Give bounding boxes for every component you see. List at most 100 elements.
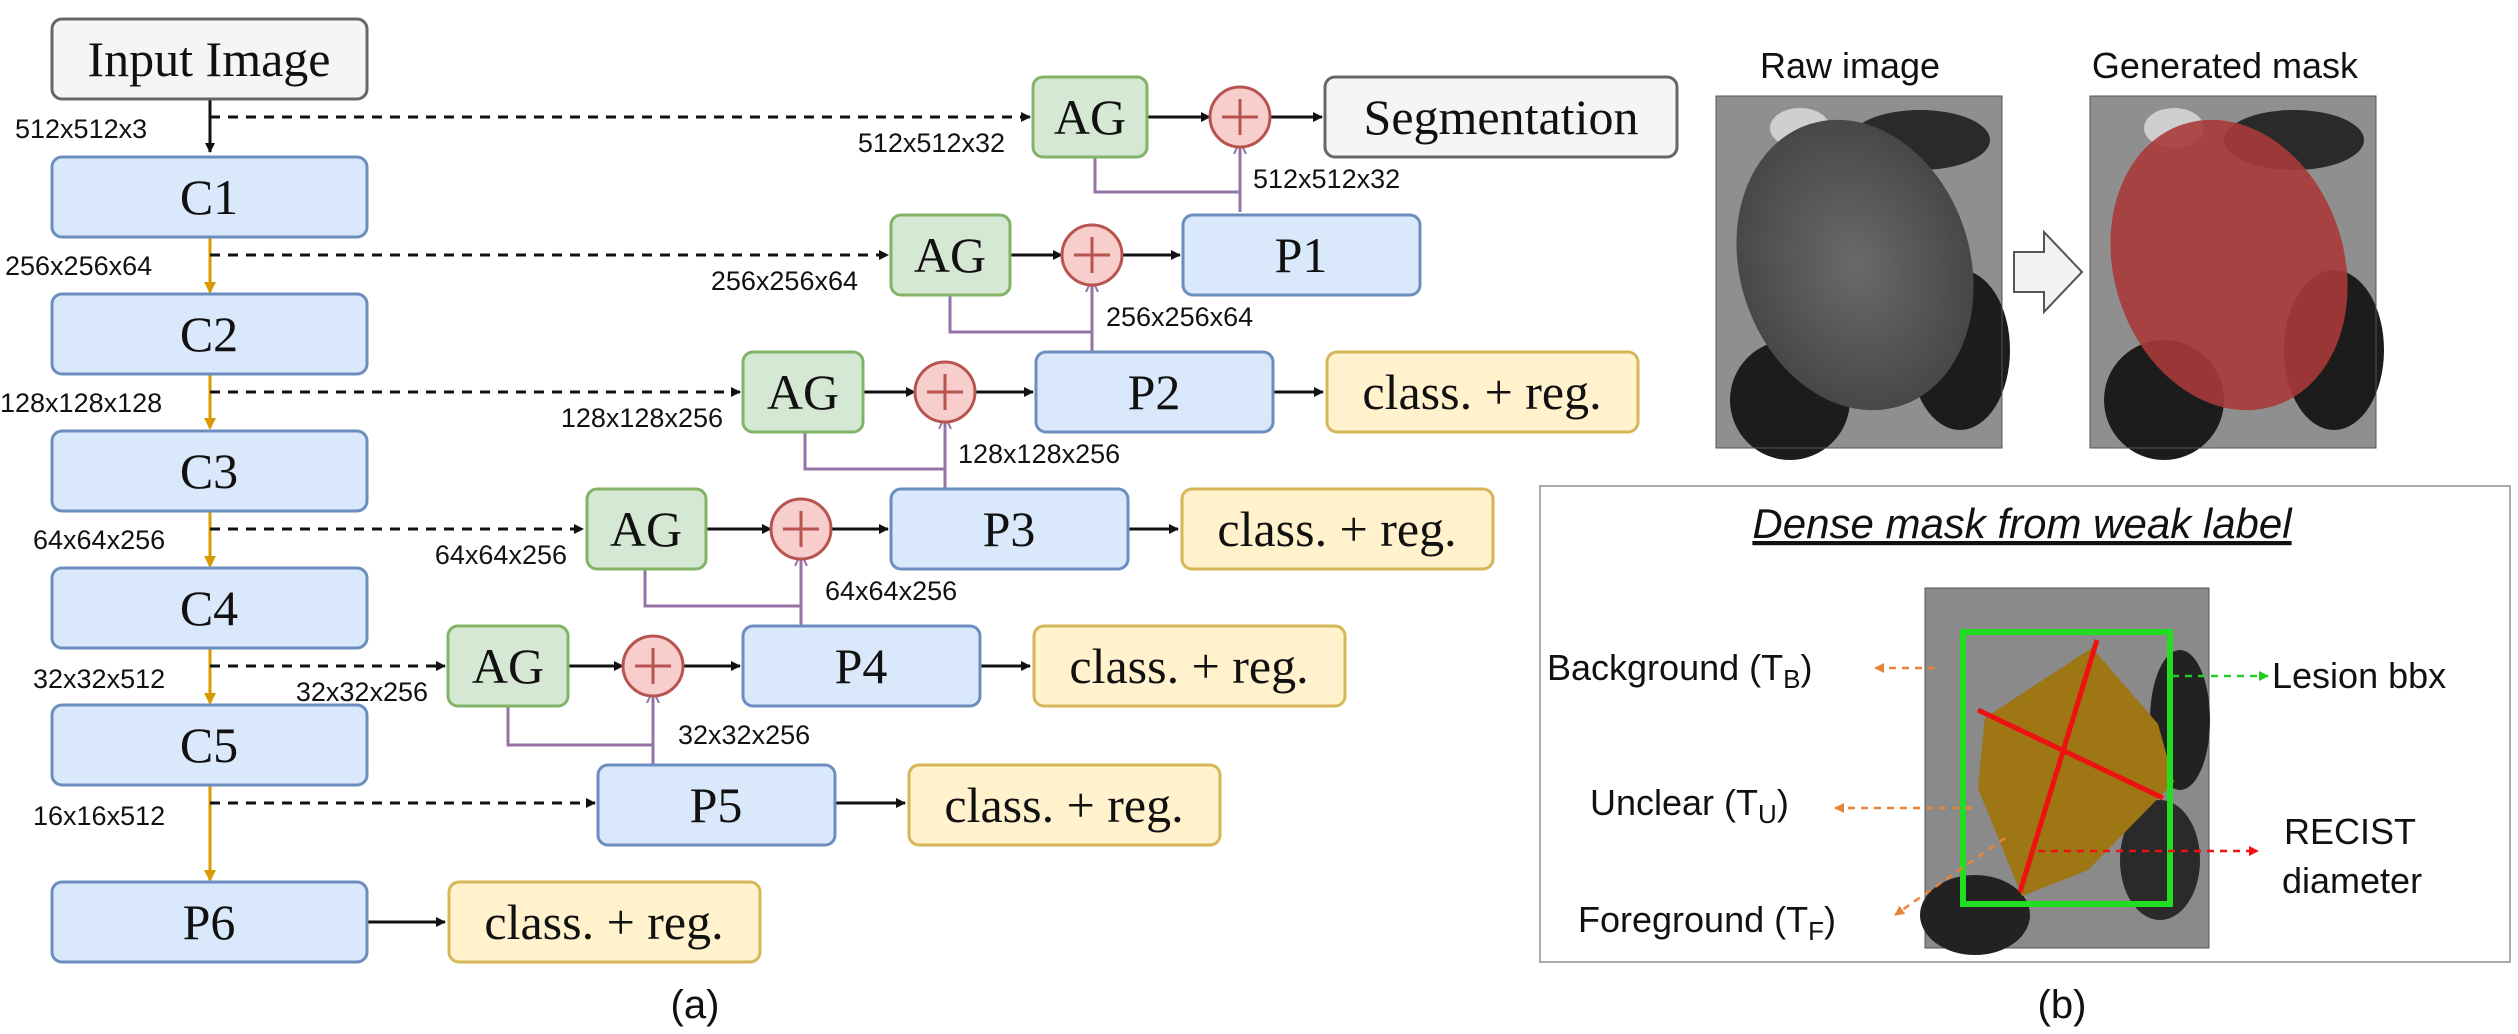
dim-up-5: 32x32x256 (678, 720, 810, 750)
pyramid-p2: P2 (1034, 350, 1275, 434)
input-image-box: Input Image (50, 17, 369, 101)
encoder-c5: C5 (50, 703, 369, 787)
plus-icon (927, 374, 963, 410)
dim-ag-2: 256x256x64 (711, 266, 858, 296)
label-recist-1: RECIST (2284, 811, 2416, 852)
caption-b: (b) (2038, 983, 2087, 1027)
pyramid-p5: P5 (596, 763, 837, 847)
head-p5-label: class. + reg. (944, 777, 1183, 833)
dim-encoder-6: 16x16x512 (33, 801, 165, 831)
dim-encoder-1: 512x512x3 (15, 114, 147, 144)
dim-encoder-5: 32x32x512 (33, 664, 165, 694)
dim-ag-3: 128x128x256 (561, 403, 723, 433)
dim-up-2: 256x256x64 (1106, 302, 1253, 332)
pyramid-p1: P1 (1181, 213, 1422, 297)
attention-gate-3: AG (741, 350, 865, 434)
pyramid-p4: P4 (741, 624, 982, 708)
generated-mask-image (2089, 95, 2384, 460)
encoder-c3-label: C3 (180, 443, 238, 499)
sum-node-4 (769, 497, 833, 561)
pyramid-p4-label: P4 (835, 638, 888, 694)
dim-up-4: 64x64x256 (825, 576, 957, 606)
attention-gate-4-label: AG (610, 501, 682, 557)
encoder-p6: P6 (50, 880, 369, 964)
encoder-p6-label: P6 (183, 894, 236, 950)
dim-up-1: 512x512x32 (1253, 164, 1400, 194)
encoder-c3: C3 (50, 429, 369, 513)
head-p2-label: class. + reg. (1362, 364, 1601, 420)
head-p4-label: class. + reg. (1069, 638, 1308, 694)
head-p5: class. + reg. (907, 763, 1222, 847)
head-p3: class. + reg. (1180, 487, 1495, 571)
attention-gate-2-label: AG (914, 227, 986, 283)
head-p6-label: class. + reg. (484, 894, 723, 950)
pyramid-p1-label: P1 (1275, 227, 1328, 283)
up-p5-ag5 (508, 699, 653, 747)
up-p4-ag4 (645, 562, 801, 608)
weak-label-figure: Raw image Generated mask Dense mask from (1539, 45, 2511, 1027)
raw-image-title: Raw image (1760, 45, 1940, 86)
encoder-c2-label: C2 (180, 306, 238, 362)
up-p3-ag3 (805, 425, 945, 471)
head-p6: class. + reg. (447, 880, 762, 964)
architecture-diagram: Input Image Segmentation C1 C2 C3 C4 C5 (0, 17, 1679, 1027)
dim-encoder-4: 64x64x256 (33, 525, 165, 555)
sum-node-5 (621, 634, 685, 698)
up-p2-ag2 (950, 288, 1092, 334)
attention-gate-1-label: AG (1054, 89, 1126, 145)
attention-gate-1: AG (1031, 75, 1149, 159)
head-p4: class. + reg. (1032, 624, 1347, 708)
attention-gate-5: AG (446, 624, 570, 708)
attention-gate-4: AG (585, 487, 708, 571)
input-image-label: Input Image (88, 31, 331, 87)
pyramid-p3-label: P3 (983, 501, 1036, 557)
pointer-foreground (1894, 836, 2006, 917)
plus-icon (1222, 99, 1258, 135)
attention-gate-3-label: AG (767, 364, 839, 420)
encoder-c4-label: C4 (180, 580, 238, 636)
label-recist-2: diameter (2282, 860, 2422, 901)
dim-ag-4: 64x64x256 (435, 540, 567, 570)
recist-short-axis (1976, 707, 2165, 801)
pyramid-p3: P3 (889, 487, 1130, 571)
sum-node-3 (913, 360, 977, 424)
foreground-region (1978, 648, 2174, 896)
lesion-bbox (1960, 629, 2173, 907)
recist-long-axis (2017, 639, 2100, 893)
generated-mask-title: Generated mask (2092, 45, 2359, 86)
weak-label-image (1920, 587, 2210, 955)
plus-icon (635, 648, 671, 684)
sum-node-2 (1060, 223, 1124, 287)
lesion-mask (2110, 119, 2348, 411)
dim-up-3: 128x128x256 (958, 439, 1120, 469)
label-background: Background (TB) (1547, 647, 1812, 694)
label-unclear: Unclear (TU) (1590, 782, 1789, 829)
encoder-c2: C2 (50, 292, 369, 376)
panel-title: Dense mask from weak label (1752, 500, 2293, 547)
encoder-c1: C1 (50, 155, 369, 239)
sum-node-1 (1208, 85, 1272, 149)
attention-gate-2: AG (889, 213, 1012, 297)
label-lesion-bbx: Lesion bbx (2272, 655, 2446, 696)
attention-gate-5-label: AG (472, 638, 544, 694)
dim-encoder-2: 256x256x64 (5, 251, 152, 281)
head-p2: class. + reg. (1325, 350, 1640, 434)
segmentation-box: Segmentation (1323, 75, 1679, 159)
encoder-c1-label: C1 (180, 169, 238, 225)
dim-encoder-3: 128x128x128 (0, 388, 162, 418)
pyramid-p5-label: P5 (690, 777, 743, 833)
head-p3-label: class. + reg. (1217, 501, 1456, 557)
caption-a: (a) (671, 983, 720, 1027)
plus-icon (1074, 237, 1110, 273)
label-foreground: Foreground (TF) (1578, 899, 1836, 946)
segmentation-label: Segmentation (1364, 89, 1639, 145)
dim-ag-5: 32x32x256 (296, 677, 428, 707)
plus-icon (783, 511, 819, 547)
up-p1-ag1 (1095, 150, 1240, 194)
raw-ct-image (1715, 95, 2010, 460)
right-arrow-icon (2013, 229, 2084, 315)
encoder-c4: C4 (50, 566, 369, 650)
encoder-c5-label: C5 (180, 717, 238, 773)
dim-ag-1: 512x512x32 (858, 128, 1005, 158)
